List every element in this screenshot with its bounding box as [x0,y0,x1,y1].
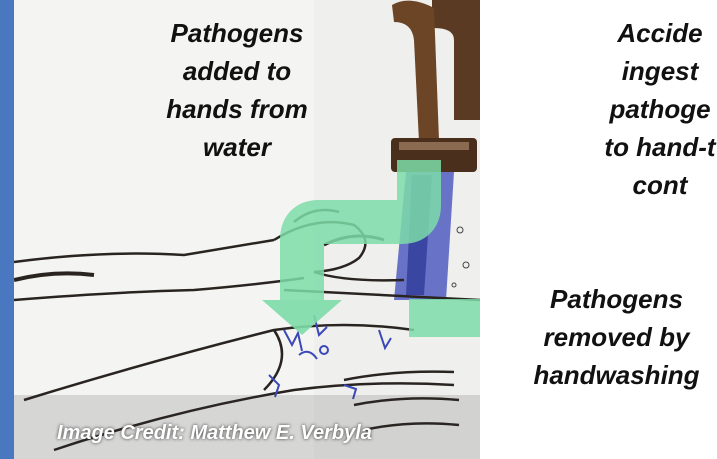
left-accent-bar [0,0,14,459]
label-pathogens-removed-by-handwashing: Pathogens removed by handwashing [514,280,717,394]
label-accidental-ingestion: Accide ingest pathoge to hand-t cont [560,14,717,204]
image-credit: Image Credit: Matthew E. Verbyla [57,422,372,445]
label-pathogens-added-from-water: Pathogens added to hands from water [132,14,342,166]
